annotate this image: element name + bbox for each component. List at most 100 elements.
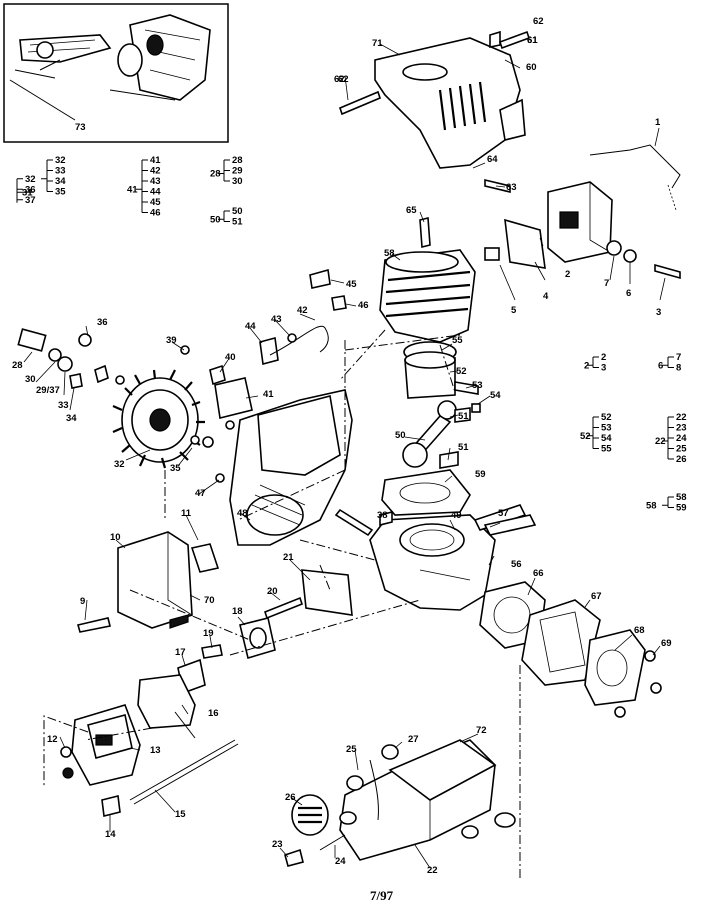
callout-numbers: 6261716062164636558245763454642444336283… <box>12 35 672 876</box>
group-item: 35 <box>55 187 66 198</box>
callout-c13: 13 <box>150 745 161 756</box>
callout-c48: 48 <box>237 508 248 519</box>
callout-c38: 38 <box>377 510 388 521</box>
callout-c16: 16 <box>208 708 219 719</box>
callout-c51b: 51 <box>458 442 469 453</box>
group-item: 23 <box>676 423 687 434</box>
callout-c30: 30 <box>25 374 36 385</box>
group-item: 55 <box>601 444 612 455</box>
group-extra-item: 36 <box>25 184 36 195</box>
group-parent: 50 <box>210 214 221 225</box>
callout-c11: 11 <box>181 508 192 519</box>
callout-c20: 20 <box>267 586 278 597</box>
callout-c24: 24 <box>335 856 346 867</box>
group-parent: 2 <box>584 360 589 371</box>
group-item: 44 <box>150 187 161 198</box>
group-item: 45 <box>150 197 161 208</box>
group-brackets: 3233343532363731414243444546412829302850… <box>16 155 687 514</box>
callout-c60: 60 <box>526 62 537 73</box>
callout-c46: 46 <box>358 300 369 311</box>
callout-c66: 66 <box>533 568 544 579</box>
callout-c39: 39 <box>166 335 177 346</box>
callout-c2: 2 <box>565 269 570 280</box>
callout-c22: 22 <box>427 865 438 876</box>
callout-c57: 57 <box>498 508 509 519</box>
group-g6: 786 <box>658 352 681 374</box>
callout-c3: 3 <box>656 307 661 318</box>
group-item: 59 <box>676 503 687 514</box>
muffler <box>117 531 193 629</box>
air-filter-housing <box>71 704 141 786</box>
group-parent: 22 <box>655 436 666 447</box>
group-item: 30 <box>232 176 243 187</box>
group-item: 29 <box>232 166 243 177</box>
callout-c7: 7 <box>604 278 609 289</box>
callout-c62b: 62 <box>334 74 345 85</box>
group-parent: 58 <box>646 500 657 511</box>
fan-housing <box>229 389 353 546</box>
flywheel <box>112 369 205 469</box>
connecting-rod <box>402 400 457 468</box>
callout-c18: 18 <box>232 606 243 617</box>
group-item: 41 <box>150 155 161 166</box>
cylinder-shroud <box>374 30 526 169</box>
callout-c1: 1 <box>655 117 661 128</box>
callout-c35: 35 <box>170 463 181 474</box>
callout-c61: 61 <box>527 35 538 46</box>
callout-c9: 9 <box>80 596 85 607</box>
callout-c4: 4 <box>543 291 549 302</box>
callout-c27: 27 <box>408 734 419 745</box>
callout-c5: 5 <box>511 305 517 316</box>
group-parent: 28 <box>210 169 221 180</box>
callout-c40: 40 <box>225 352 236 363</box>
group-item: 7 <box>676 352 681 363</box>
callout-c36: 36 <box>97 317 108 328</box>
group-item: 50 <box>232 206 243 217</box>
callout-c45: 45 <box>346 279 357 290</box>
callout-c44: 44 <box>245 321 256 332</box>
callout-c68: 68 <box>634 625 645 636</box>
top-callout-62: 62 <box>533 16 544 27</box>
callout-c62a: 62 <box>338 74 349 85</box>
callout-c28: 28 <box>12 360 23 371</box>
callout-c51a: 51 <box>458 411 469 422</box>
footer-date: 7/97 <box>370 888 394 903</box>
callout-c33: 33 <box>58 400 69 411</box>
cylinder <box>379 216 476 343</box>
callout-c41: 41 <box>263 389 274 400</box>
group-item: 54 <box>601 433 612 444</box>
callout-c6: 6 <box>626 288 631 299</box>
callout-c25: 25 <box>346 744 357 755</box>
group-parent: 6 <box>658 360 663 371</box>
group-item: 32 <box>55 155 66 166</box>
callout-c71: 71 <box>372 38 383 49</box>
callout-c43: 43 <box>271 314 282 325</box>
callout-c69: 69 <box>661 638 672 649</box>
group-item: 58 <box>676 492 687 503</box>
group-item: 22 <box>676 412 687 423</box>
group-item: 42 <box>150 166 161 177</box>
group-item: 46 <box>150 208 161 219</box>
callout-c47: 47 <box>195 488 206 499</box>
callout-c70: 70 <box>204 595 215 606</box>
callout-c34: 34 <box>66 413 77 424</box>
callout-c58: 58 <box>384 248 395 259</box>
ignition-module <box>547 181 613 263</box>
group-item: 33 <box>55 166 66 177</box>
callout-c53: 53 <box>472 380 483 391</box>
group-parent: 52 <box>580 431 591 442</box>
group-inner-parent: 32 <box>25 174 36 185</box>
callout-c21: 21 <box>283 552 294 563</box>
group-item: 3 <box>601 363 606 374</box>
callout-c23: 23 <box>272 839 283 850</box>
group-item: 51 <box>232 217 243 228</box>
callout-c49: 49 <box>451 510 462 521</box>
callout-c15: 15 <box>175 809 186 820</box>
group-item: 2 <box>601 352 606 363</box>
callout-c19: 19 <box>203 628 214 639</box>
callout-c10: 10 <box>110 532 121 543</box>
